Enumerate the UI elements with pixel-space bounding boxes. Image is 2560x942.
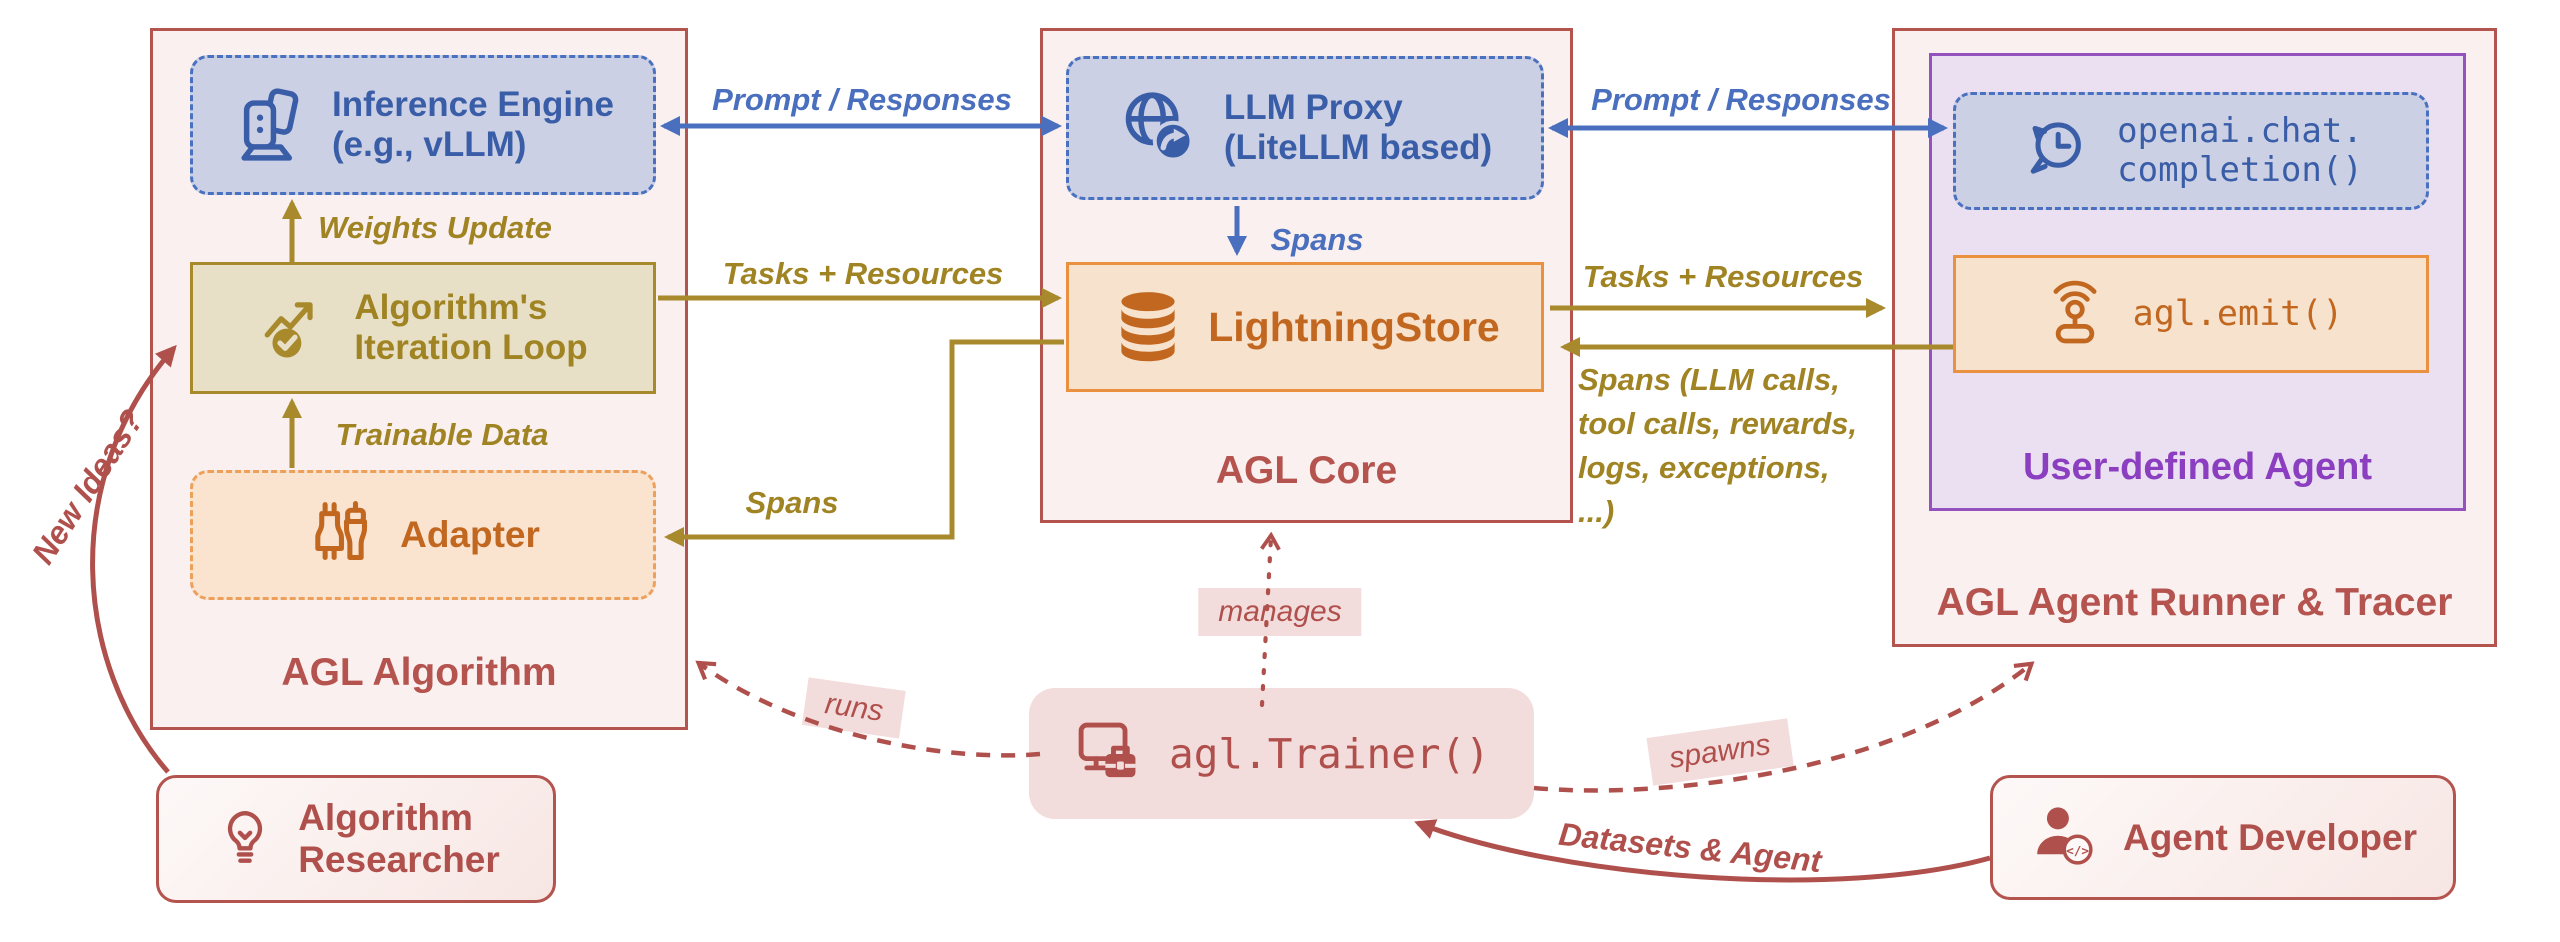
label-spawns: spawns [1646, 718, 1794, 786]
node-agl-emit-label: agl.emit() [2132, 294, 2344, 334]
node-adapter-label: Adapter [400, 514, 540, 555]
chat-history-icon [2030, 122, 2082, 174]
node-agl-emit: agl.emit() [1953, 255, 2429, 373]
label-trainable-data: Trainable Data [335, 417, 549, 452]
label-prompt-responses-left: Prompt / Responses [712, 82, 1012, 117]
plug-icon [315, 500, 368, 561]
gpu-stack-icon [241, 88, 299, 161]
node-lightning-store: LightningStore [1066, 262, 1544, 392]
node-inference-engine: Inference Engine (e.g., vLLM) [190, 55, 656, 195]
label-manages: manages [1198, 588, 1362, 636]
node-iteration-loop-label: Algorithm's Iteration Loop [354, 288, 588, 367]
node-openai-completion-label: openai.chat. completion() [2117, 111, 2363, 190]
group-algorithm-label: AGL Algorithm [281, 651, 557, 694]
node-lightning-store-label: LightningStore [1208, 303, 1500, 350]
globe-share-icon [1125, 92, 1194, 162]
node-algorithm-researcher-label: Algorithm Researcher [298, 796, 500, 880]
group-core-label: AGL Core [1215, 449, 1398, 492]
user-agent-label: User-defined Agent [2022, 446, 2373, 488]
label-runs: runs [801, 677, 907, 739]
label-tasks-resources-left: Tasks + Resources [722, 256, 1004, 291]
chart-check-icon [264, 302, 313, 358]
node-agl-trainer: agl.Trainer() [1029, 688, 1534, 819]
node-openai-completion: openai.chat. completion() [1953, 92, 2429, 210]
label-prompt-responses-right: Prompt / Responses [1591, 82, 1891, 117]
label-spans-proxy: Spans [1270, 222, 1364, 257]
node-llm-proxy-label: LLM Proxy (LiteLLM based) [1223, 88, 1493, 167]
label-tasks-resources-right: Tasks + Resources [1582, 259, 1864, 294]
label-spans-adapter: Spans [745, 485, 839, 520]
person-code-icon: </> [2037, 806, 2093, 865]
label-new-ideas: New Ideas? [24, 403, 151, 571]
label-spans-detail: Spans (LLM calls, tool calls, rewards, l… [1578, 362, 1858, 529]
node-adapter: Adapter [190, 470, 656, 600]
node-iteration-loop: Algorithm's Iteration Loop [190, 262, 656, 394]
svg-text:</>: </> [2066, 842, 2089, 857]
database-icon [1121, 292, 1175, 362]
label-datasets-agent: Datasets & Agent [1557, 815, 1824, 880]
node-agl-trainer-label: agl.Trainer() [1169, 729, 1490, 778]
node-llm-proxy: LLM Proxy (LiteLLM based) [1066, 56, 1544, 200]
node-algorithm-researcher: Algorithm Researcher [156, 775, 556, 903]
label-weights-update: Weights Update [318, 210, 552, 245]
monitor-briefcase-icon [1078, 722, 1136, 777]
group-runner-label: AGL Agent Runner & Tracer [1936, 581, 2453, 624]
node-agent-developer-label: Agent Developer [2122, 816, 2417, 858]
edge-spans-adapter-arrow [664, 339, 1064, 547]
broadcast-icon [2053, 280, 2097, 344]
lightbulb-icon [228, 811, 263, 863]
node-inference-engine-label: Inference Engine (e.g., vLLM) [331, 85, 615, 164]
node-agent-developer: </> Agent Developer [1990, 775, 2456, 900]
